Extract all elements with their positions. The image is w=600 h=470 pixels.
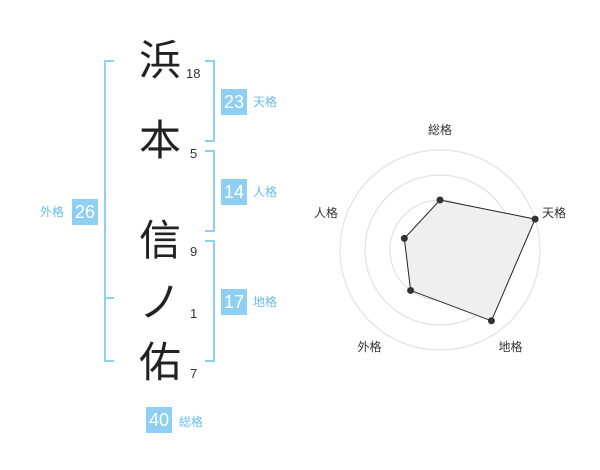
jinkaku-bracket <box>205 150 215 232</box>
tenkaku-badge: 23 <box>221 89 247 115</box>
tenkaku-bracket <box>205 60 215 142</box>
radar-axis-label: 天格 <box>542 205 566 220</box>
tenkaku-label: 天格 <box>253 95 278 109</box>
stroke-count-1: 18 <box>186 66 201 81</box>
radar-point <box>531 215 539 223</box>
radar-axis-label: 人格 <box>314 205 338 220</box>
radar-point <box>400 234 408 242</box>
stroke-count-2: 5 <box>190 146 198 161</box>
name-char-2: 本 <box>138 116 181 165</box>
radar-ring <box>339 149 541 351</box>
stroke-count-3: 9 <box>190 244 198 259</box>
gaikaku-badge: 26 <box>72 199 98 225</box>
radar-axis-label: 総格 <box>428 122 452 137</box>
gaikaku-bracket <box>104 60 114 362</box>
soukaku-label: 総格 <box>179 415 204 429</box>
chikaku-label: 地格 <box>253 295 278 309</box>
stroke-count-4: 1 <box>190 306 198 321</box>
name-char-4: ノ <box>138 278 181 327</box>
radar-point <box>436 196 444 204</box>
radar-axis-label: 地格 <box>499 339 523 354</box>
gaikaku-bracket-tick <box>104 297 114 299</box>
name-char-5: 佑 <box>138 338 181 387</box>
jinkaku-label: 人格 <box>253 185 278 199</box>
chikaku-bracket <box>205 240 215 362</box>
radar-polygon <box>403 199 536 322</box>
jinkaku-badge: 14 <box>221 179 247 205</box>
radar-point <box>487 317 495 325</box>
radar-axis-label: 外格 <box>357 339 381 354</box>
radar-point <box>407 286 415 294</box>
name-char-3: 信 <box>138 216 181 265</box>
name-char-1: 浜 <box>138 36 181 85</box>
soukaku-badge: 40 <box>146 407 172 433</box>
chikaku-badge: 17 <box>221 289 247 315</box>
gaikaku-label: 外格 <box>40 205 65 219</box>
stroke-count-5: 7 <box>190 366 198 381</box>
